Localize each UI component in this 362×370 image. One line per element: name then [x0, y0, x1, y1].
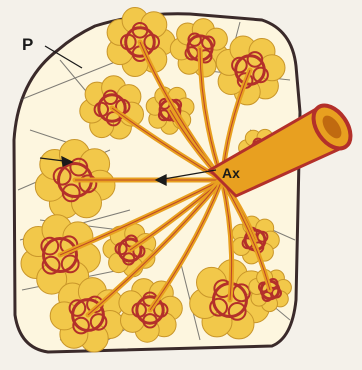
label-ax: Ax — [222, 165, 240, 181]
label-p: P — [22, 35, 33, 54]
